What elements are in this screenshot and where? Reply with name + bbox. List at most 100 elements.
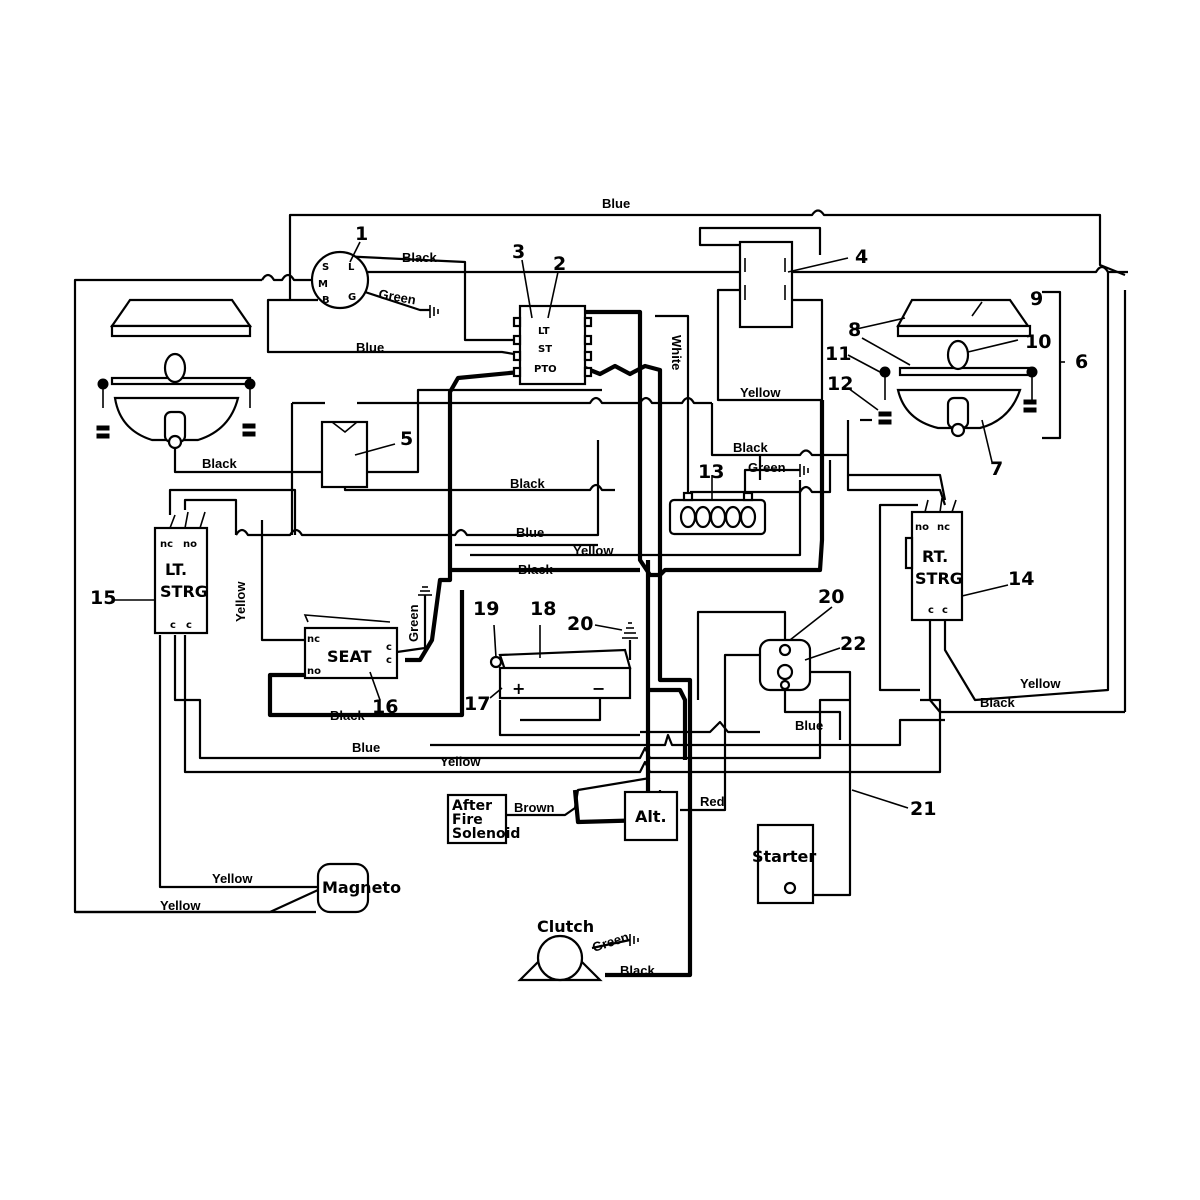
magneto-label: Magneto bbox=[322, 878, 401, 897]
callout-8: 8 bbox=[848, 319, 861, 341]
callout-15: 15 bbox=[90, 587, 116, 609]
label-yellow-mag1: Yellow bbox=[212, 871, 253, 886]
battery-terminal-icon bbox=[489, 655, 503, 669]
label-green-seat: Green bbox=[406, 604, 421, 642]
label-yellow-lt: Yellow bbox=[233, 581, 248, 622]
terminal-b: B bbox=[322, 295, 330, 306]
fuse-5-icon bbox=[739, 505, 757, 529]
callout-12: 12 bbox=[827, 373, 853, 395]
label-black-mid: Black bbox=[510, 476, 545, 491]
label-blue-low: Blue bbox=[352, 740, 380, 755]
wire-heavy-seat-low bbox=[267, 590, 465, 718]
seat-no: no bbox=[307, 666, 321, 677]
component-5 bbox=[320, 420, 369, 489]
left-screw-icon bbox=[96, 378, 110, 439]
callout-20-battery: 20 bbox=[567, 613, 593, 635]
bracket-6 bbox=[1042, 290, 1062, 440]
terminal-l: L bbox=[348, 262, 355, 273]
right-screw-icon bbox=[878, 366, 892, 425]
wire-yellow-mid bbox=[470, 480, 802, 557]
module-pto: PTO bbox=[534, 364, 557, 375]
callout-5: 5 bbox=[400, 428, 413, 450]
label-black-seat: Black bbox=[330, 708, 365, 723]
fuse-1-icon bbox=[679, 505, 697, 529]
alternator: Alt. bbox=[623, 790, 679, 842]
seat-c2: c bbox=[386, 655, 392, 666]
label-green-13: Green bbox=[748, 460, 786, 475]
label-black-ign: Black bbox=[402, 250, 437, 265]
label-green-ign: Green bbox=[377, 286, 417, 307]
left-headlight bbox=[96, 298, 256, 450]
callout-11: 11 bbox=[825, 343, 851, 365]
clutch-label: Clutch bbox=[537, 917, 594, 936]
alt-label: Alt. bbox=[635, 807, 667, 826]
lt-label: LT. bbox=[165, 560, 187, 579]
wire-black-right bbox=[710, 403, 947, 501]
wire-blue-mid bbox=[235, 440, 600, 537]
callout-1: 1 bbox=[355, 223, 368, 245]
lt-strg-switch: nc no LT. STRG c c bbox=[153, 511, 209, 635]
wire-blue-starter bbox=[640, 718, 945, 747]
battery-minus: − bbox=[592, 679, 605, 698]
wire-relay-top bbox=[698, 226, 822, 255]
wire-yellow-mag2 bbox=[200, 889, 319, 914]
afterfire-label-3: Solenoid bbox=[452, 826, 520, 842]
callout-20-solenoid: 20 bbox=[818, 586, 844, 608]
label-black-lamp: Black bbox=[202, 456, 237, 471]
wire-black-mid bbox=[343, 478, 615, 492]
ground-icon-13 bbox=[799, 464, 809, 477]
wire-green-13 bbox=[743, 468, 800, 492]
label-black-lower: Black bbox=[518, 562, 553, 577]
wire-blue-ign bbox=[266, 298, 521, 357]
left-bulb-icon bbox=[163, 352, 187, 384]
wire-row-403 bbox=[357, 396, 712, 405]
rt-label: RT. bbox=[922, 547, 948, 566]
callout-10: 10 bbox=[1025, 331, 1051, 353]
battery: + − bbox=[489, 648, 632, 700]
leader-lines bbox=[115, 241, 1065, 809]
wire-red bbox=[680, 653, 765, 812]
callout-17: 17 bbox=[464, 693, 490, 715]
right-bulb-icon bbox=[946, 339, 970, 371]
callout-22: 22 bbox=[840, 633, 866, 655]
label-yellow-right: Yellow bbox=[1020, 676, 1061, 691]
ground-icon-seat bbox=[418, 586, 432, 596]
lt-nc: nc bbox=[160, 539, 173, 550]
label-yellow-low: Yellow bbox=[440, 754, 481, 769]
label-green-clutch: Green bbox=[590, 929, 630, 955]
label-black-clutch: Black bbox=[620, 963, 655, 978]
rt-c1: c bbox=[928, 605, 934, 616]
label-white: White bbox=[669, 335, 684, 370]
callout-18: 18 bbox=[530, 598, 556, 620]
wire-green-clutch bbox=[591, 938, 631, 950]
starter-label: Starter bbox=[752, 847, 816, 866]
callout-numbers: 1 2 3 4 5 6 7 8 9 10 11 12 13 14 15 16 1… bbox=[90, 223, 1088, 820]
pto-module: LT ST PTO bbox=[512, 304, 593, 386]
label-black-rt: Black bbox=[980, 695, 1015, 710]
wire-heavy-af bbox=[572, 560, 651, 825]
wire-heavy-clutch bbox=[584, 363, 693, 978]
seat-label: SEAT bbox=[327, 647, 372, 666]
seat-c1: c bbox=[386, 642, 392, 653]
wire-black-lamp bbox=[173, 388, 602, 474]
wires-heavy bbox=[267, 309, 825, 978]
wire-top-right bbox=[362, 265, 1128, 274]
terminal-s: S bbox=[322, 262, 329, 273]
label-yellow-mid: Yellow bbox=[573, 543, 614, 558]
callout-4: 4 bbox=[855, 246, 868, 268]
wire-white bbox=[655, 314, 690, 498]
battery-plus: + bbox=[512, 679, 525, 698]
lt-c2: c bbox=[186, 620, 192, 631]
label-blue-mid: Blue bbox=[516, 525, 544, 540]
callout-2: 2 bbox=[553, 253, 566, 275]
relay-4 bbox=[738, 240, 794, 329]
wire-yellow-mag1 bbox=[158, 635, 318, 889]
left-screw2-icon bbox=[242, 378, 256, 437]
fuse-2-icon bbox=[694, 505, 712, 529]
clutch: Clutch bbox=[517, 917, 603, 982]
fuse-3-icon bbox=[709, 505, 727, 529]
fuse-block bbox=[668, 491, 767, 536]
lt-no: no bbox=[183, 539, 197, 550]
label-blue-ign: Blue bbox=[356, 340, 384, 355]
